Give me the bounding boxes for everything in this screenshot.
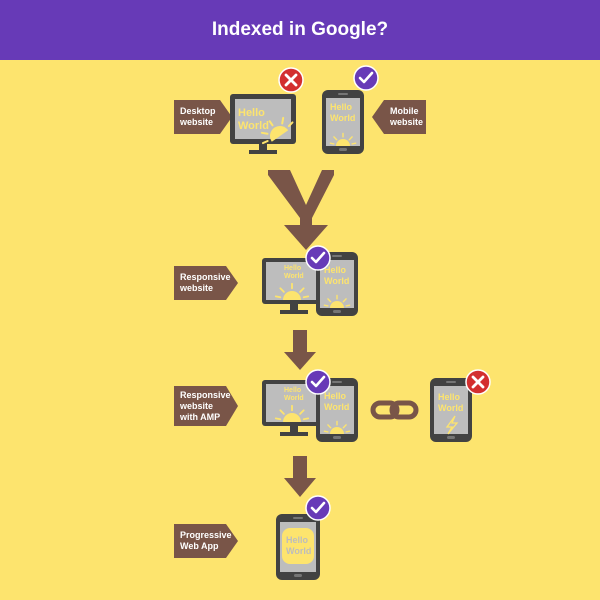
amp-phone-text-1: Hello	[324, 391, 347, 401]
pwa-screen-text-2: World	[286, 546, 311, 556]
responsive-monitor: Hello World	[262, 258, 326, 314]
pwa-screen-text-1: Hello	[286, 535, 309, 545]
responsive-check-icon	[304, 244, 332, 272]
responsive-desktop-text-2: World	[284, 273, 304, 280]
mobile-check-icon	[352, 64, 380, 92]
diagram-graphics: Hello World Hello World Hello World Hell	[230, 64, 492, 580]
desktop-screen-text-2: World	[238, 120, 269, 132]
responsive-phone-text-1: Hello	[324, 265, 347, 275]
down-arrow-1	[284, 330, 316, 370]
desktop-monitor: Hello World	[230, 94, 296, 154]
mobile-screen-text-2: World	[330, 113, 355, 123]
amp-desktop-text-2: World	[284, 395, 304, 402]
desktop-cross-icon	[277, 66, 305, 94]
amp-page-text-2: World	[438, 403, 463, 413]
diagram-canvas: Desktop website Mobile website Responsiv…	[0, 60, 600, 600]
amp-check-icon	[304, 368, 332, 396]
amp-desktop-text-1: Hello	[284, 387, 301, 394]
amp-page-cross-icon	[464, 368, 492, 396]
amp-phone: Hello World	[316, 378, 358, 442]
label-mobile-website: Mobile website	[372, 100, 426, 134]
page-title: Indexed in Google?	[0, 0, 600, 60]
down-arrow-2	[284, 456, 316, 497]
desktop-screen-text-1: Hello	[238, 107, 265, 119]
responsive-phone: Hello World	[316, 252, 358, 316]
amp-monitor: Hello World	[262, 380, 326, 436]
responsive-desktop-text-1: Hello	[284, 265, 301, 272]
mobile-phone: Hello World	[322, 90, 364, 154]
pwa-check-icon	[304, 494, 332, 522]
mobile-screen-text-1: Hello	[330, 102, 353, 112]
responsive-phone-text-2: World	[324, 276, 349, 286]
label-responsive-website-with-amp: Responsive website with AMP	[174, 386, 238, 426]
merge-arrow	[268, 170, 334, 250]
amp-page-text-1: Hello	[438, 392, 461, 402]
amp-page-phone: Hello World	[430, 378, 472, 442]
chain-link-icon	[370, 400, 419, 420]
label-responsive-website: Responsive website	[174, 266, 238, 300]
pwa-phone: Hello World	[276, 514, 320, 580]
label-progressive-web-app: Progressive Web App	[174, 524, 238, 558]
lightning-bolt-icon	[445, 415, 459, 435]
amp-phone-text-2: World	[324, 402, 349, 412]
label-desktop-website: Desktop website	[174, 100, 232, 134]
